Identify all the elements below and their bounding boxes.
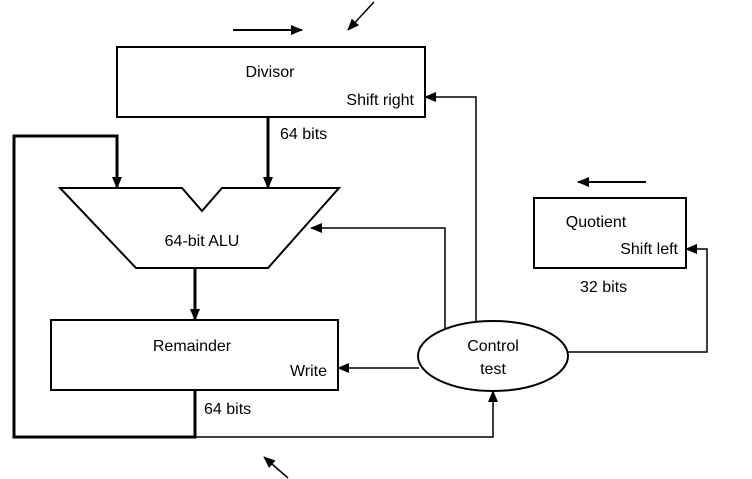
control-to-quotient-path	[568, 244, 708, 353]
control-test-unit	[417, 320, 569, 392]
remainder-action-label: Write	[290, 363, 327, 380]
remainder-width-label: 64 bits	[204, 401, 251, 418]
alu-shape	[57, 187, 342, 269]
divisor-width-label: 64 bits	[280, 126, 327, 143]
remainder-feedback-path	[12, 134, 197, 439]
divisor-register	[116, 46, 426, 118]
divisor-input-arrow	[347, 1, 375, 31]
remainder-to-control-path	[195, 390, 498, 438]
quotient-width-label: 32 bits	[580, 279, 627, 296]
quotient-register	[533, 197, 687, 269]
control-label-line2: test	[480, 361, 506, 378]
remainder-output-arrow	[263, 456, 289, 479]
divisor-action-label: Shift right	[346, 92, 414, 109]
alu-label: 64-bit ALU	[165, 233, 240, 250]
quotient-action-label: Shift left	[620, 241, 678, 258]
control-to-alu-path	[310, 223, 446, 330]
control-to-divisor-path	[424, 92, 477, 323]
remainder-title: Remainder	[153, 338, 232, 355]
divisor-title: Divisor	[246, 64, 296, 81]
control-label-line1: Control	[467, 338, 519, 355]
quotient-title: Quotient	[566, 214, 627, 231]
